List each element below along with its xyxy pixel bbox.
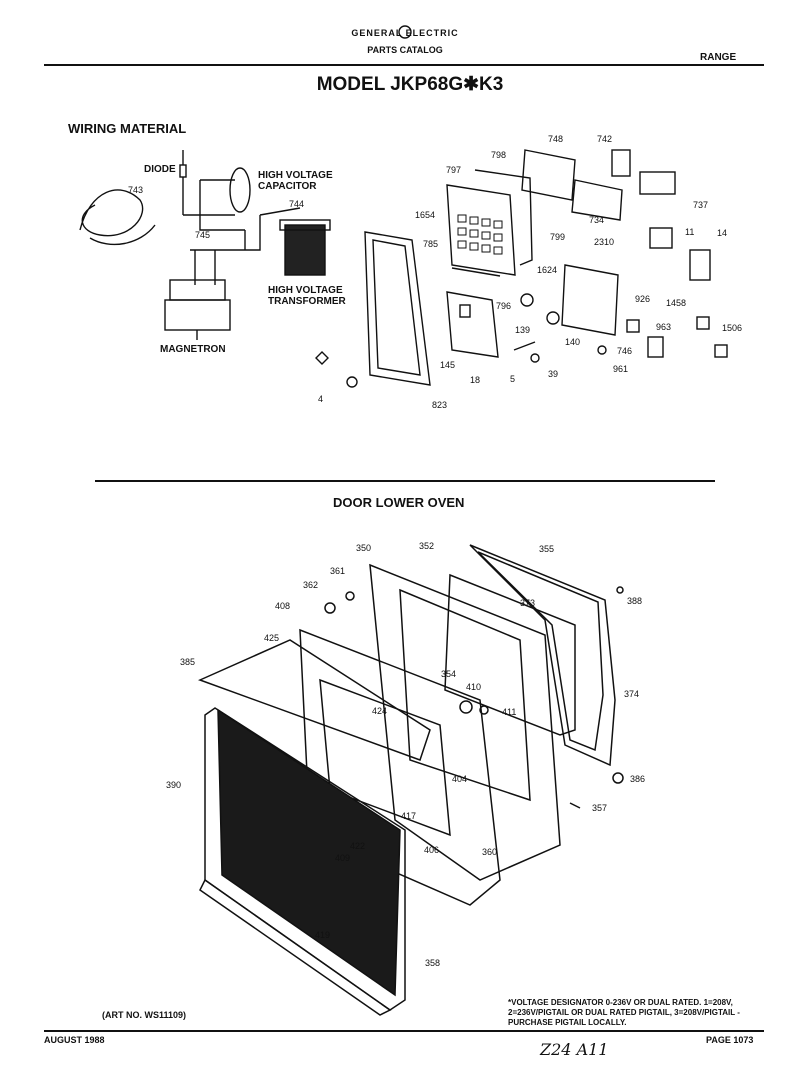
capacitor-label: HIGH VOLTAGE CAPACITOR bbox=[258, 170, 333, 192]
svg-text:4: 4 bbox=[318, 394, 323, 404]
wiring-section-title: WIRING MATERIAL bbox=[68, 121, 187, 136]
svg-text:409: 409 bbox=[335, 853, 350, 863]
svg-text:796: 796 bbox=[496, 301, 511, 311]
svg-text:374: 374 bbox=[624, 689, 639, 699]
ge-logo-icon bbox=[398, 25, 412, 39]
door-frame-823 bbox=[364, 231, 431, 386]
svg-text:140: 140 bbox=[565, 337, 580, 347]
svg-text:388: 388 bbox=[627, 596, 642, 606]
svg-text:390: 390 bbox=[166, 780, 181, 790]
svg-text:385: 385 bbox=[180, 657, 195, 667]
svg-text:748: 748 bbox=[548, 134, 563, 144]
transformer-part bbox=[284, 224, 326, 276]
svg-text:18: 18 bbox=[470, 375, 480, 385]
svg-text:145: 145 bbox=[440, 360, 455, 370]
transformer-label: HIGH VOLTAGE TRANSFORMER bbox=[268, 285, 346, 307]
svg-text:425: 425 bbox=[264, 633, 279, 643]
section-divider bbox=[95, 480, 715, 482]
svg-text:745: 745 bbox=[195, 230, 210, 240]
svg-text:362: 362 bbox=[303, 580, 318, 590]
footer-divider bbox=[44, 1030, 764, 1032]
svg-text:1624: 1624 bbox=[537, 265, 557, 275]
svg-text:139: 139 bbox=[515, 325, 530, 335]
svg-text:352: 352 bbox=[419, 541, 434, 551]
svg-text:737: 737 bbox=[693, 200, 708, 210]
svg-text:408: 408 bbox=[275, 601, 290, 611]
art-number: (ART NO. WS11109) bbox=[102, 1010, 187, 1020]
svg-text:361: 361 bbox=[330, 566, 345, 576]
svg-text:39: 39 bbox=[548, 369, 558, 379]
svg-text:419: 419 bbox=[315, 930, 330, 940]
catalog-title: PARTS CATALOG bbox=[367, 45, 443, 55]
svg-text:358: 358 bbox=[425, 958, 440, 968]
diode-part bbox=[179, 164, 187, 178]
handle-425 bbox=[197, 639, 431, 761]
magnetron-label: MAGNETRON bbox=[160, 344, 226, 355]
relay-742 bbox=[611, 149, 631, 177]
svg-text:11: 11 bbox=[685, 227, 694, 237]
svg-text:785: 785 bbox=[423, 239, 438, 249]
svg-text:5: 5 bbox=[510, 374, 515, 384]
svg-text:742: 742 bbox=[597, 134, 612, 144]
svg-text:373: 373 bbox=[520, 598, 535, 608]
svg-text:823: 823 bbox=[432, 400, 447, 410]
svg-text:963: 963 bbox=[656, 322, 671, 332]
control-board-1654 bbox=[446, 184, 516, 276]
svg-text:424: 424 bbox=[372, 706, 387, 716]
inner-door-350 bbox=[369, 563, 561, 881]
door-glass-419 bbox=[217, 708, 401, 997]
voltage-note: *VOLTAGE DESIGNATOR 0-236V OR DUAL RATED… bbox=[508, 998, 740, 1027]
handwritten-note: Z24 A11 bbox=[540, 1040, 609, 1059]
svg-text:350: 350 bbox=[356, 543, 371, 553]
wire-harness-743 bbox=[79, 189, 144, 237]
svg-text:1458: 1458 bbox=[666, 298, 686, 308]
svg-text:355: 355 bbox=[539, 544, 554, 554]
svg-text:744: 744 bbox=[289, 199, 304, 209]
diode-label: DIODE bbox=[144, 164, 176, 175]
transformer-737 bbox=[639, 171, 676, 195]
svg-text:797: 797 bbox=[446, 165, 461, 175]
magnetron-part bbox=[169, 279, 226, 301]
panel-373 bbox=[444, 573, 576, 736]
svg-text:2310: 2310 bbox=[594, 237, 614, 247]
brand-name: GENERAL ELECTRIC bbox=[351, 28, 459, 38]
panel-18 bbox=[446, 291, 499, 358]
svg-text:961: 961 bbox=[613, 364, 628, 374]
wire-744 bbox=[183, 179, 301, 251]
svg-text:357: 357 bbox=[592, 803, 607, 813]
svg-text:410: 410 bbox=[466, 682, 481, 692]
svg-text:417: 417 bbox=[401, 811, 416, 821]
page-number: PAGE 1073 bbox=[706, 1035, 754, 1045]
door-section-title: DOOR LOWER OVEN bbox=[333, 495, 465, 510]
module-748 bbox=[521, 149, 576, 201]
switch-11 bbox=[649, 227, 673, 249]
svg-text:926: 926 bbox=[635, 294, 650, 304]
svg-text:743: 743 bbox=[128, 185, 143, 195]
svg-text:411: 411 bbox=[502, 707, 516, 717]
svg-text:734: 734 bbox=[589, 215, 604, 225]
svg-text:406: 406 bbox=[424, 845, 439, 855]
svg-text:360: 360 bbox=[482, 847, 497, 857]
model-title: MODEL JKP68G✱K3 bbox=[316, 74, 504, 95]
board-734 bbox=[571, 179, 623, 221]
svg-text:386: 386 bbox=[630, 774, 645, 784]
svg-text:746: 746 bbox=[617, 346, 632, 356]
catalog-date: AUGUST 1988 bbox=[44, 1035, 105, 1045]
header-divider bbox=[44, 64, 764, 66]
svg-text:354: 354 bbox=[441, 669, 456, 679]
motor-14 bbox=[689, 249, 711, 281]
capacitor-part bbox=[229, 167, 251, 213]
svg-text:14: 14 bbox=[717, 228, 727, 238]
svg-text:422: 422 bbox=[350, 841, 365, 851]
svg-text:799: 799 bbox=[550, 232, 565, 242]
svg-text:1654: 1654 bbox=[415, 210, 435, 220]
svg-text:404: 404 bbox=[452, 774, 467, 784]
svg-text:798: 798 bbox=[491, 150, 506, 160]
gasket-355 bbox=[469, 544, 616, 767]
category-label: RANGE bbox=[700, 52, 737, 63]
relay-board-926 bbox=[561, 264, 619, 336]
svg-text:1506: 1506 bbox=[722, 323, 742, 333]
